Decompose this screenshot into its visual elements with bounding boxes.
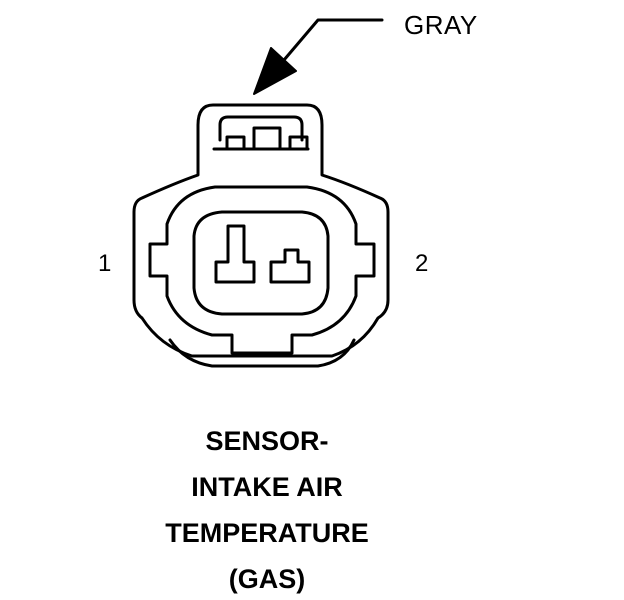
terminal-pin-2: [269, 248, 311, 284]
pin-number-1: 1: [98, 250, 112, 277]
caption-line-4: (GAS): [228, 564, 306, 594]
caption-line-1: SENSOR-: [205, 426, 329, 456]
caption-line-2: INTAKE AIR: [191, 472, 343, 502]
terminal-pin-1: [214, 224, 256, 284]
latch-tab-right: [288, 135, 309, 151]
pin-number-2: 2: [415, 250, 429, 277]
connector-outer-housing: [132, 103, 390, 358]
caption-line-3: TEMPERATURE: [165, 518, 369, 548]
latch-tab-left: [225, 135, 246, 151]
callout-leader-line: [282, 18, 384, 62]
connector-inner-rim: [148, 185, 376, 355]
latch-tab-center: [252, 126, 282, 151]
wire-color-label: GRAY: [404, 10, 478, 40]
callout-arrowhead-icon: [253, 47, 297, 95]
latch-hood: [218, 115, 304, 142]
terminal-cavity: [192, 210, 330, 316]
component-caption: SENSOR- INTAKE AIR TEMPERATURE (GAS): [0, 418, 534, 600]
